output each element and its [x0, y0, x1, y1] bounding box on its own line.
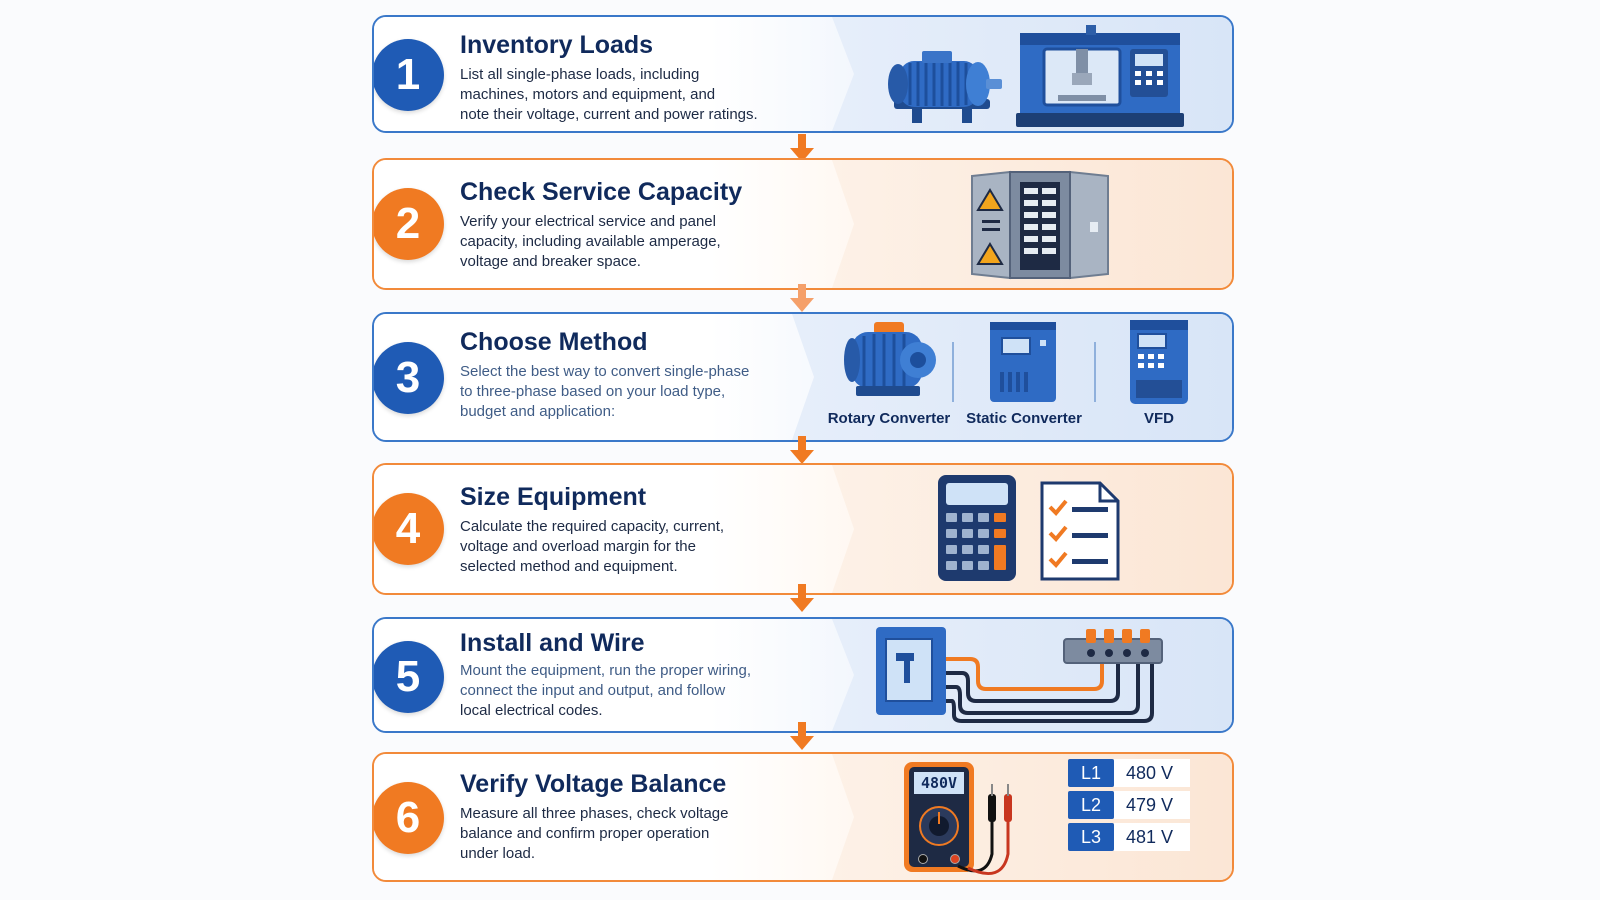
- step-title: Check Service Capacity: [460, 178, 743, 206]
- card-background: [374, 17, 854, 131]
- description-line: under load.: [460, 845, 536, 862]
- phase-label: L1: [1068, 759, 1114, 787]
- card-background: [374, 465, 854, 593]
- step-number-badge: 4: [374, 493, 444, 565]
- breaker-panel-icon: [971, 170, 1109, 280]
- calculator-icon: [938, 475, 1016, 581]
- phase-reading-l3: L3 481 V: [1068, 822, 1190, 852]
- card-background: [374, 754, 854, 880]
- card-background: [374, 160, 854, 288]
- step-card-3: 3 Choose Method Select the best way to c…: [372, 312, 1234, 442]
- description-line: note their voltage, current and power ra…: [460, 106, 758, 123]
- description-line: to three-phase based on your load type,: [460, 383, 726, 400]
- disconnect-box-icon: [876, 627, 946, 715]
- description-line: machines, motors and equipment, and: [460, 86, 716, 103]
- step-description: Mount the equipment, run the proper wiri…: [460, 661, 800, 721]
- step-title: Size Equipment: [460, 483, 647, 511]
- step-title: Inventory Loads: [460, 31, 654, 59]
- terminal-block-icon: [1063, 629, 1163, 664]
- electric-motor-icon: [888, 51, 1002, 123]
- test-probes-icon: [957, 784, 1012, 876]
- description-line: List all single-phase loads, including: [460, 66, 700, 83]
- description-line: voltage and breaker space.: [460, 253, 641, 270]
- phase-label: L3: [1068, 823, 1114, 851]
- step-number-badge: 2: [374, 188, 444, 260]
- jack-red: [950, 854, 960, 864]
- vfd-icon: [1130, 320, 1188, 404]
- phase-reading-l2: L2 479 V: [1068, 790, 1190, 820]
- method-label-static: Static Converter: [966, 410, 1082, 427]
- description-line: Mount the equipment, run the proper wiri…: [460, 662, 751, 679]
- step-card-6: 6 Verify Voltage Balance Measure all thr…: [372, 752, 1234, 882]
- description-line: local electrical codes.: [460, 702, 603, 719]
- step-number-badge: 1: [374, 39, 444, 111]
- method-label-rotary: Rotary Converter: [827, 410, 951, 427]
- card-background: [374, 314, 854, 440]
- method-label-vfd: VFD: [1144, 410, 1174, 427]
- description-line: budget and application:: [460, 403, 616, 420]
- description-line: capacity, including available amperage,: [460, 233, 721, 250]
- step-card-4: 4 Size Equipment Calculate the required …: [372, 463, 1234, 595]
- description-line: selected method and equipment.: [460, 558, 678, 575]
- step-description: Verify your electrical service and panel…: [460, 212, 790, 272]
- step-card-2: 2 Check Service Capacity Verify your ele…: [372, 158, 1234, 290]
- description-line: connect the input and output, and follow: [460, 682, 726, 699]
- multimeter-display: 480V: [914, 772, 964, 794]
- description-line: voltage and overload margin for the: [460, 538, 696, 555]
- flow-arrow-icon: [790, 134, 814, 162]
- jack-black: [918, 854, 928, 864]
- step-card-1: 1 Inventory Loads List all single-phase …: [372, 15, 1234, 133]
- step-description: Calculate the required capacity, current…: [460, 517, 790, 577]
- wiring-connection-icon: [876, 627, 1163, 723]
- step-number-badge: 6: [374, 782, 444, 854]
- step-card-5: 5 Install and Wire Mount the equipment, …: [372, 617, 1234, 733]
- phase-value: 481 V: [1114, 823, 1190, 851]
- illustration-panel: [832, 465, 1232, 593]
- static-converter-icon: [990, 322, 1056, 402]
- checklist-icon: [1040, 481, 1120, 581]
- multimeter-icon: 480V: [904, 762, 974, 872]
- step-description: Select the best way to convert single-ph…: [460, 362, 800, 422]
- cnc-machine-icon: [1016, 25, 1184, 127]
- method-divider: [952, 342, 954, 402]
- method-divider: [1094, 342, 1096, 402]
- description-line: Measure all three phases, check voltage: [460, 805, 729, 822]
- description-line: Calculate the required capacity, current…: [460, 518, 725, 535]
- phase-value: 479 V: [1114, 791, 1190, 819]
- step-number-badge: 3: [374, 342, 444, 414]
- step-title: Install and Wire: [460, 629, 645, 657]
- selector-dial-icon: [919, 806, 959, 846]
- card-background: [374, 619, 854, 731]
- step-title: Verify Voltage Balance: [460, 770, 727, 798]
- phase-value: 480 V: [1114, 759, 1190, 787]
- flow-arrow-icon: [790, 722, 814, 750]
- step-description: Measure all three phases, check voltage …: [460, 804, 790, 864]
- flow-arrow-icon: [790, 284, 814, 312]
- flow-arrow-icon: [790, 584, 814, 612]
- description-line: Select the best way to convert single-ph…: [460, 363, 750, 380]
- step-description: List all single-phase loads, including m…: [460, 65, 840, 125]
- flow-arrow-icon: [790, 436, 814, 464]
- description-line: Verify your electrical service and panel: [460, 213, 716, 230]
- step-number-badge: 5: [374, 641, 444, 713]
- phase-label: L2: [1068, 791, 1114, 819]
- phase-reading-l1: L1 480 V: [1068, 758, 1190, 788]
- rotary-converter-icon: [844, 322, 936, 396]
- description-line: balance and confirm proper operation: [460, 825, 710, 842]
- step-title: Choose Method: [460, 328, 648, 356]
